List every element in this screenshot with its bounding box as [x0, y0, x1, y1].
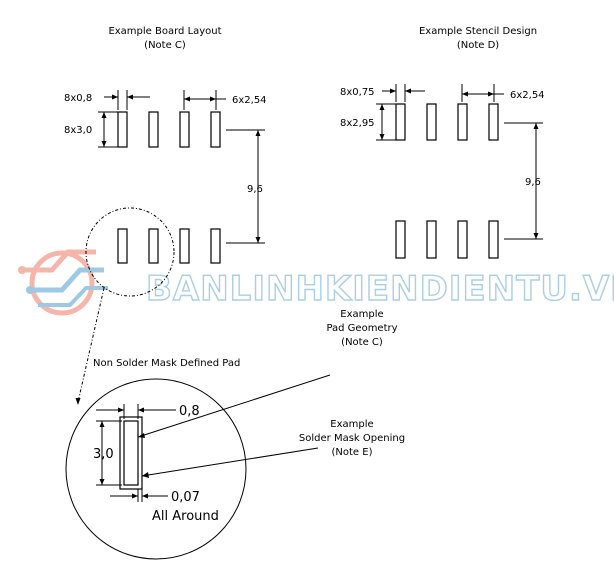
stencil-pad: [395, 220, 406, 259]
board-pad: [179, 111, 190, 148]
svg-text:8x2,95: 8x2,95: [340, 118, 375, 129]
svg-text:6x2,54: 6x2,54: [510, 90, 545, 101]
svg-text:Example: Example: [330, 419, 373, 430]
stencil-pad: [457, 220, 468, 259]
pad-geometry-callout: Example Pad Geometry (Note C): [137, 309, 398, 438]
stencil-pad: [488, 220, 499, 259]
detail-width-dimension: 0,8: [96, 404, 200, 419]
watermark: BANLINHKIENDIENTU.VN: [18, 249, 614, 316]
board-pad: [117, 228, 128, 264]
stencil-pad: [488, 103, 499, 141]
stencil-pad: [426, 220, 437, 259]
board-layout-title: Example Board Layout: [108, 26, 221, 37]
board-pad: [117, 111, 128, 148]
svg-text:3,0: 3,0: [93, 447, 114, 462]
stencil-height-dimension: 8x2,95: [340, 103, 396, 141]
board-pad: [210, 228, 221, 264]
board-pad: [148, 228, 159, 264]
stencil-design: Example Stencil Design (Note D) 8x0,75 8…: [340, 26, 545, 259]
detail-caption: Non Solder Mask Defined Pad: [93, 358, 240, 369]
stencil-design-note: (Note D): [457, 40, 499, 51]
svg-text:9,6: 9,6: [525, 177, 541, 188]
stencil-pitch-dimension: 6x2,54: [461, 84, 545, 102]
svg-text:0,07: 0,07: [171, 490, 200, 505]
svg-text:Solder Mask Opening: Solder Mask Opening: [299, 433, 405, 444]
stencil-width-dimension: 8x0,75: [340, 84, 425, 102]
board-layout-note: (Note C): [144, 40, 186, 51]
svg-text:Example: Example: [340, 309, 383, 320]
pad-detail: Non Solder Mask Defined Pad 0,8 3,0: [65, 309, 405, 560]
board-width-dimension: 8x0,8: [64, 90, 150, 110]
board-pad: [148, 111, 159, 148]
svg-text:8x0,75: 8x0,75: [340, 87, 375, 98]
board-layout: Example Board Layout (Note C) 8x0,8: [64, 26, 267, 405]
board-pad: [179, 228, 190, 264]
detail-clearance-dimension: 0,07 All Around: [110, 489, 219, 524]
detail-height-dimension: 3,0: [93, 420, 122, 486]
stencil-row-spacing-dimension: 9,6: [504, 122, 543, 240]
detail-callout-circle: [85, 207, 175, 297]
detail-pad: [123, 420, 139, 486]
svg-text:8x3,0: 8x3,0: [64, 125, 92, 136]
svg-text:(Note C): (Note C): [341, 337, 383, 348]
svg-text:(Note E): (Note E): [332, 447, 373, 458]
watermark-logo-icon: [18, 249, 108, 316]
svg-text:All Around: All Around: [152, 509, 219, 524]
svg-text:Pad Geometry: Pad Geometry: [326, 323, 397, 334]
svg-text:8x0,8: 8x0,8: [64, 93, 92, 104]
board-pitch-dimension: 6x2,54: [183, 90, 267, 110]
board-pad: [210, 111, 221, 148]
svg-text:0,8: 0,8: [179, 404, 200, 419]
stencil-pad: [457, 103, 468, 141]
stencil-pad: [395, 103, 406, 141]
watermark-text: BANLINHKIENDIENTU.VN: [146, 269, 614, 309]
svg-text:6x2,54: 6x2,54: [232, 95, 267, 106]
detail-leader-line: [77, 287, 105, 403]
detail-circle: [65, 378, 247, 560]
stencil-pad: [426, 103, 437, 141]
svg-text:9,6: 9,6: [247, 184, 263, 195]
solder-mask-callout: Example Solder Mask Opening (Note E): [141, 419, 405, 478]
board-row-spacing-dimension: 9,6: [226, 129, 265, 244]
board-height-dimension: 8x3,0: [64, 111, 118, 148]
stencil-design-title: Example Stencil Design: [419, 26, 537, 37]
